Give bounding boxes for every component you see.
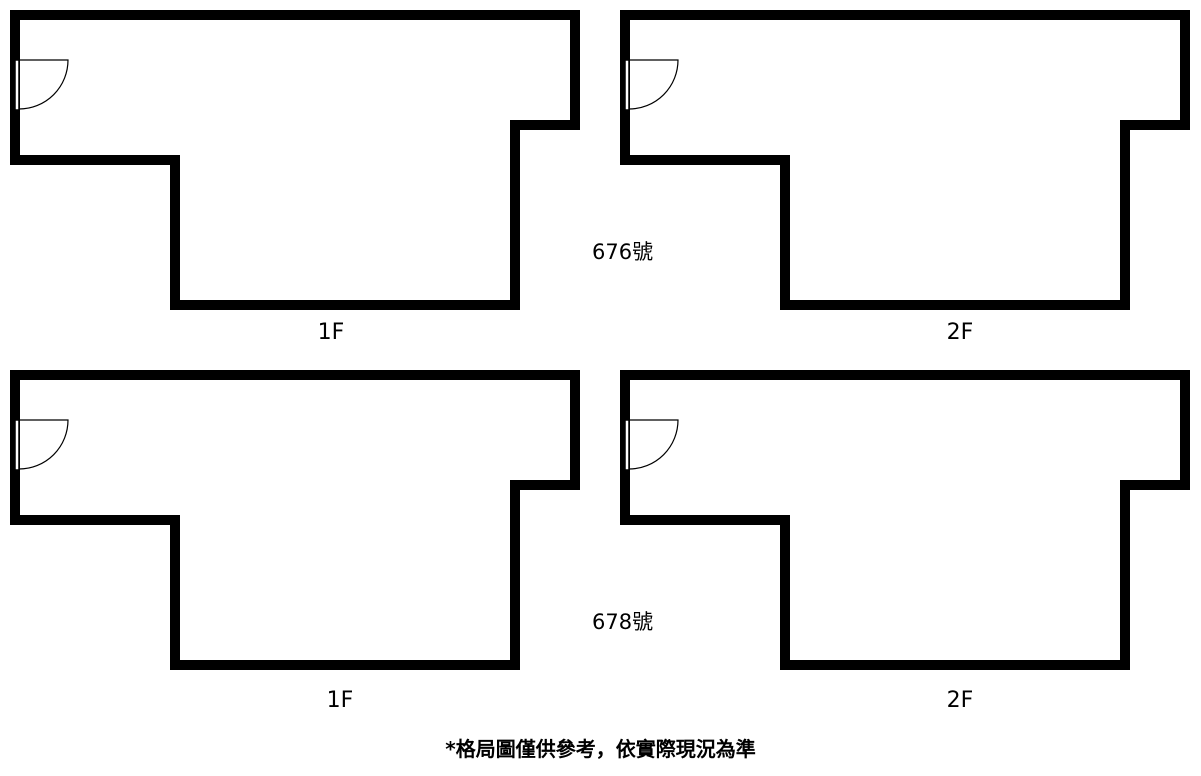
building-label-678: 678號 [592, 610, 654, 634]
disclaimer-footnote: *格局圖僅供參考，依實際現況為準 [445, 737, 756, 761]
floor-label-1f: 1F [317, 320, 345, 345]
floor-plan-678-1f [10, 370, 580, 670]
floor-label-2f: 2F [946, 688, 974, 713]
floor-plan-outline [10, 370, 580, 670]
door-swing-icon [14, 419, 69, 471]
door-swing-icon [624, 59, 679, 111]
building-label-676: 676號 [592, 240, 654, 264]
floor-plan-676-1f [10, 10, 580, 310]
floor-plan-outline [620, 10, 1190, 310]
floor-plan-outline [10, 10, 580, 310]
door-swing-icon [624, 419, 679, 471]
floor-plan-678-2f [620, 370, 1190, 670]
door-swing-icon [14, 59, 69, 111]
floor-plan-676-2f [620, 10, 1190, 310]
floor-plan-outline [620, 370, 1190, 670]
floor-label-2f: 2F [946, 320, 974, 345]
floor-label-1f: 1F [326, 688, 354, 713]
